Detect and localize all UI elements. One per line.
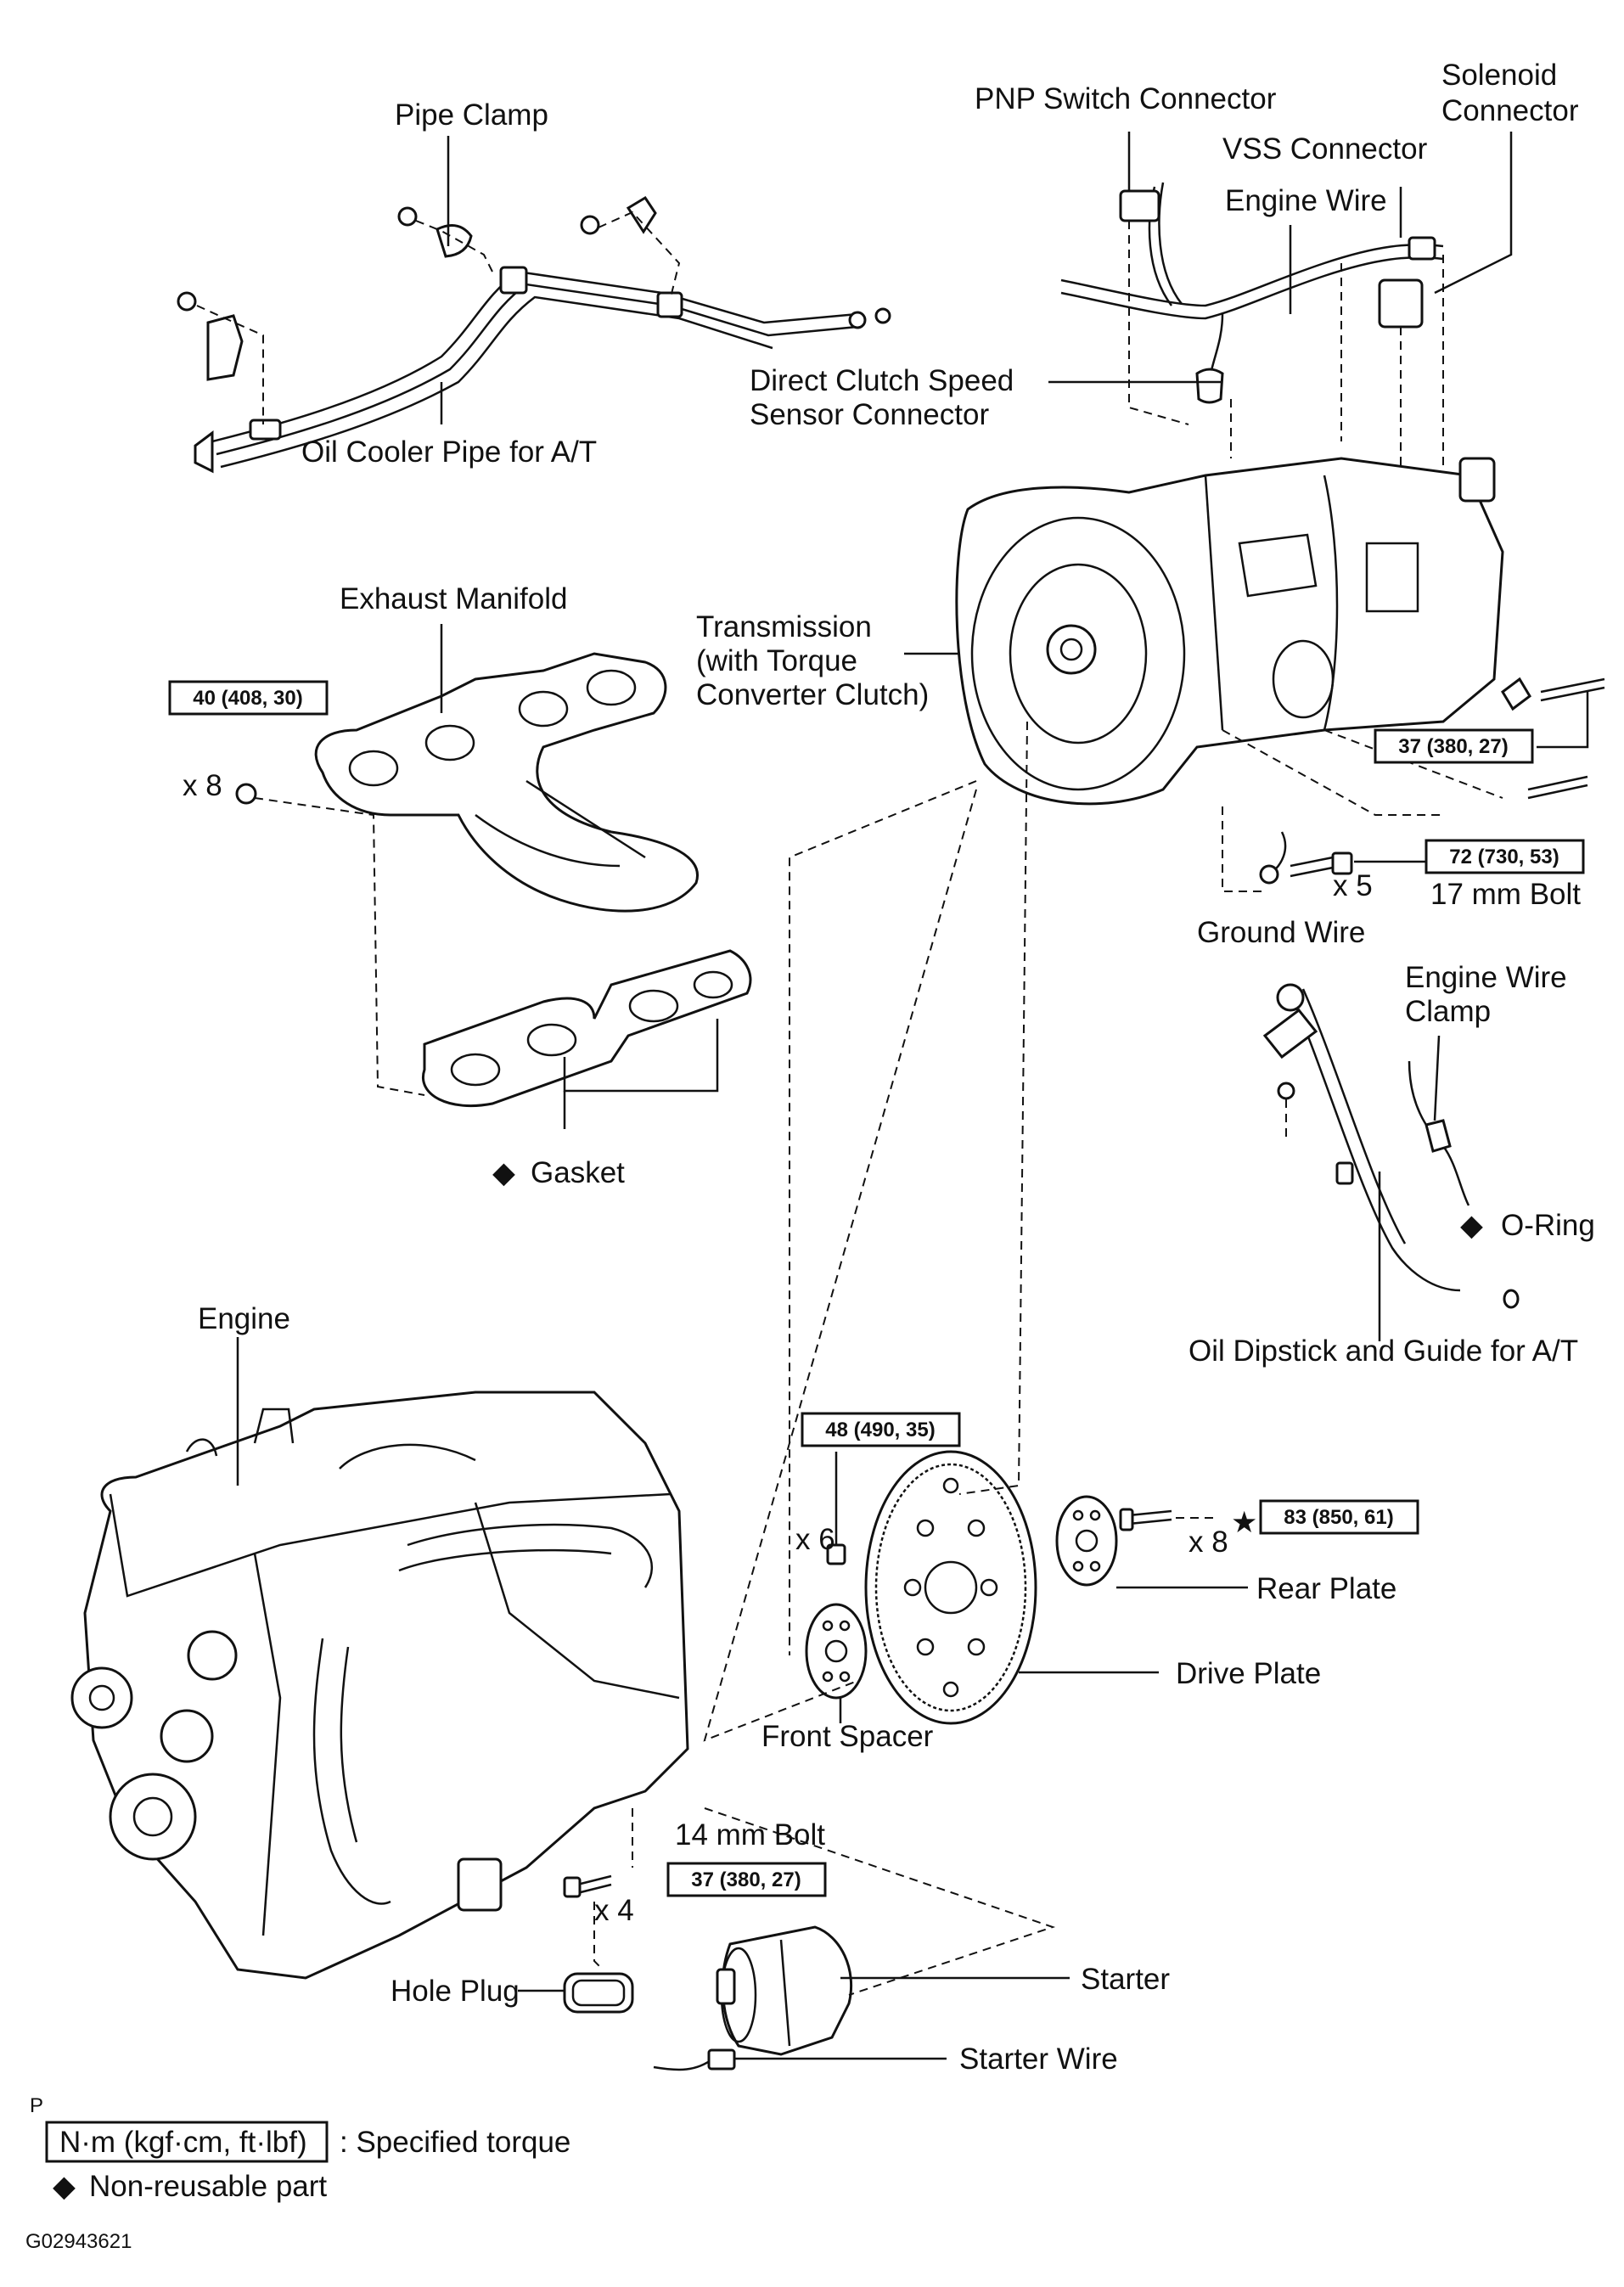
legend: P N·m (kgf·cm, ft·lbf) : Specified torqu… xyxy=(25,2094,570,2253)
qty-drive-plate-bolts: x 6 xyxy=(795,1523,835,1556)
torque-box-rear-plate xyxy=(1259,1499,1419,1535)
label-direct-clutch-1: Direct Clutch Speed xyxy=(750,364,1014,397)
label-14mm-bolt: 14 mm Bolt xyxy=(675,1818,825,1852)
legend-torque-box xyxy=(45,2121,329,2163)
label-direct-clutch-2: Sensor Connector xyxy=(750,398,989,431)
label-hole-plug: Hole Plug xyxy=(391,1975,520,2008)
torque-14mm-bolt: 37 (380, 27) xyxy=(691,1868,801,1891)
oil-cooler-pipe-drawing xyxy=(177,195,891,474)
exhaust-manifold-drawing xyxy=(235,652,699,913)
qty-14mm-bolts: x 4 xyxy=(594,1894,634,1927)
alignment-dashes xyxy=(703,721,1028,1742)
transmission-drawing xyxy=(955,457,1504,806)
label-exhaust-manifold: Exhaust Manifold xyxy=(340,582,567,615)
non-reusable-mark-o-ring: ◆ xyxy=(1460,1209,1483,1242)
torque-box-transmission-bracket xyxy=(1374,728,1534,764)
label-engine-wire-clamp-2: Clamp xyxy=(1405,995,1491,1028)
torque-box-14mm-bolt xyxy=(666,1862,827,1897)
torque-rear-plate: 83 (850, 61) xyxy=(1284,1506,1393,1529)
label-oil-cooler-pipe: Oil Cooler Pipe for A/T xyxy=(301,435,597,469)
torque-box-manifold xyxy=(168,680,329,716)
figure-id: G02943621 xyxy=(25,2230,132,2253)
label-engine-wire-clamp-1: Engine Wire xyxy=(1405,961,1567,994)
label-starter: Starter xyxy=(1081,1963,1170,1996)
hole-plug-drawing xyxy=(563,1808,634,2014)
qty-manifold-nuts: x 8 xyxy=(183,769,222,802)
label-solenoid-connector-1: Solenoid xyxy=(1441,59,1557,92)
label-pipe-clamp: Pipe Clamp xyxy=(395,98,548,132)
label-transmission-1: Transmission xyxy=(696,610,872,643)
gasket-drawing xyxy=(254,797,752,1108)
label-drive-plate: Drive Plate xyxy=(1176,1657,1321,1690)
engine-wire-harness-drawing xyxy=(1060,182,1444,492)
label-front-spacer: Front Spacer xyxy=(761,1720,934,1753)
label-ground-wire: Ground Wire xyxy=(1197,916,1365,949)
engine-drawing xyxy=(70,1391,689,1980)
torque-17mm-bolt: 72 (730, 53) xyxy=(1449,846,1559,868)
legend-non-reusable-mark: ◆ xyxy=(53,2170,76,2203)
torque-drive-plate: 48 (490, 35) xyxy=(825,1419,935,1441)
legend-torque-units: N·m (kgf·cm, ft·lbf) xyxy=(59,2126,307,2159)
starter-drawing xyxy=(653,1807,1056,2071)
label-rear-plate: Rear Plate xyxy=(1256,1572,1396,1605)
label-engine-wire: Engine Wire xyxy=(1225,184,1387,217)
label-transmission-2: (with Torque xyxy=(696,644,857,677)
label-engine: Engine xyxy=(198,1302,290,1335)
rear-plate-drawing xyxy=(1055,1495,1214,1587)
oil-dipstick-drawing xyxy=(1262,983,1520,1309)
legend-non-reusable-desc: Non-reusable part xyxy=(89,2170,327,2203)
label-17mm-bolt: 17 mm Bolt xyxy=(1430,878,1581,911)
torque-manifold: 40 (408, 30) xyxy=(193,687,302,710)
leader-lines xyxy=(236,132,1589,2060)
torque-box-17mm-bolt xyxy=(1425,839,1585,874)
ground-wire-drawing xyxy=(1222,806,1353,892)
torque-box-drive-plate xyxy=(801,1412,961,1447)
label-starter-wire: Starter Wire xyxy=(959,2043,1118,2076)
label-vss-connector: VSS Connector xyxy=(1222,132,1428,166)
legend-torque-desc: : Specified torque xyxy=(340,2126,570,2159)
non-reusable-mark-gasket: ◆ xyxy=(492,1156,515,1189)
legend-page-marker: P xyxy=(30,2094,43,2117)
qty-ground-bolts: x 5 xyxy=(1333,869,1373,902)
label-transmission-3: Converter Clutch) xyxy=(696,678,929,711)
qty-rear-plate-bolts: x 8 xyxy=(1188,1526,1228,1559)
label-gasket: Gasket xyxy=(531,1156,625,1189)
label-solenoid-connector-2: Connector xyxy=(1441,94,1579,127)
transmission-bracket-bolts xyxy=(1222,677,1605,816)
drive-plate-drawing xyxy=(864,1450,1037,1725)
torque-transmission-bracket: 37 (380, 27) xyxy=(1398,735,1508,758)
label-pnp-switch-connector: PNP Switch Connector xyxy=(975,82,1277,115)
star-mark-rear-plate: ★ xyxy=(1231,1506,1257,1539)
front-spacer-drawing xyxy=(805,1603,868,1700)
label-o-ring: O-Ring xyxy=(1501,1209,1595,1242)
label-oil-dipstick: Oil Dipstick and Guide for A/T xyxy=(1188,1335,1578,1368)
